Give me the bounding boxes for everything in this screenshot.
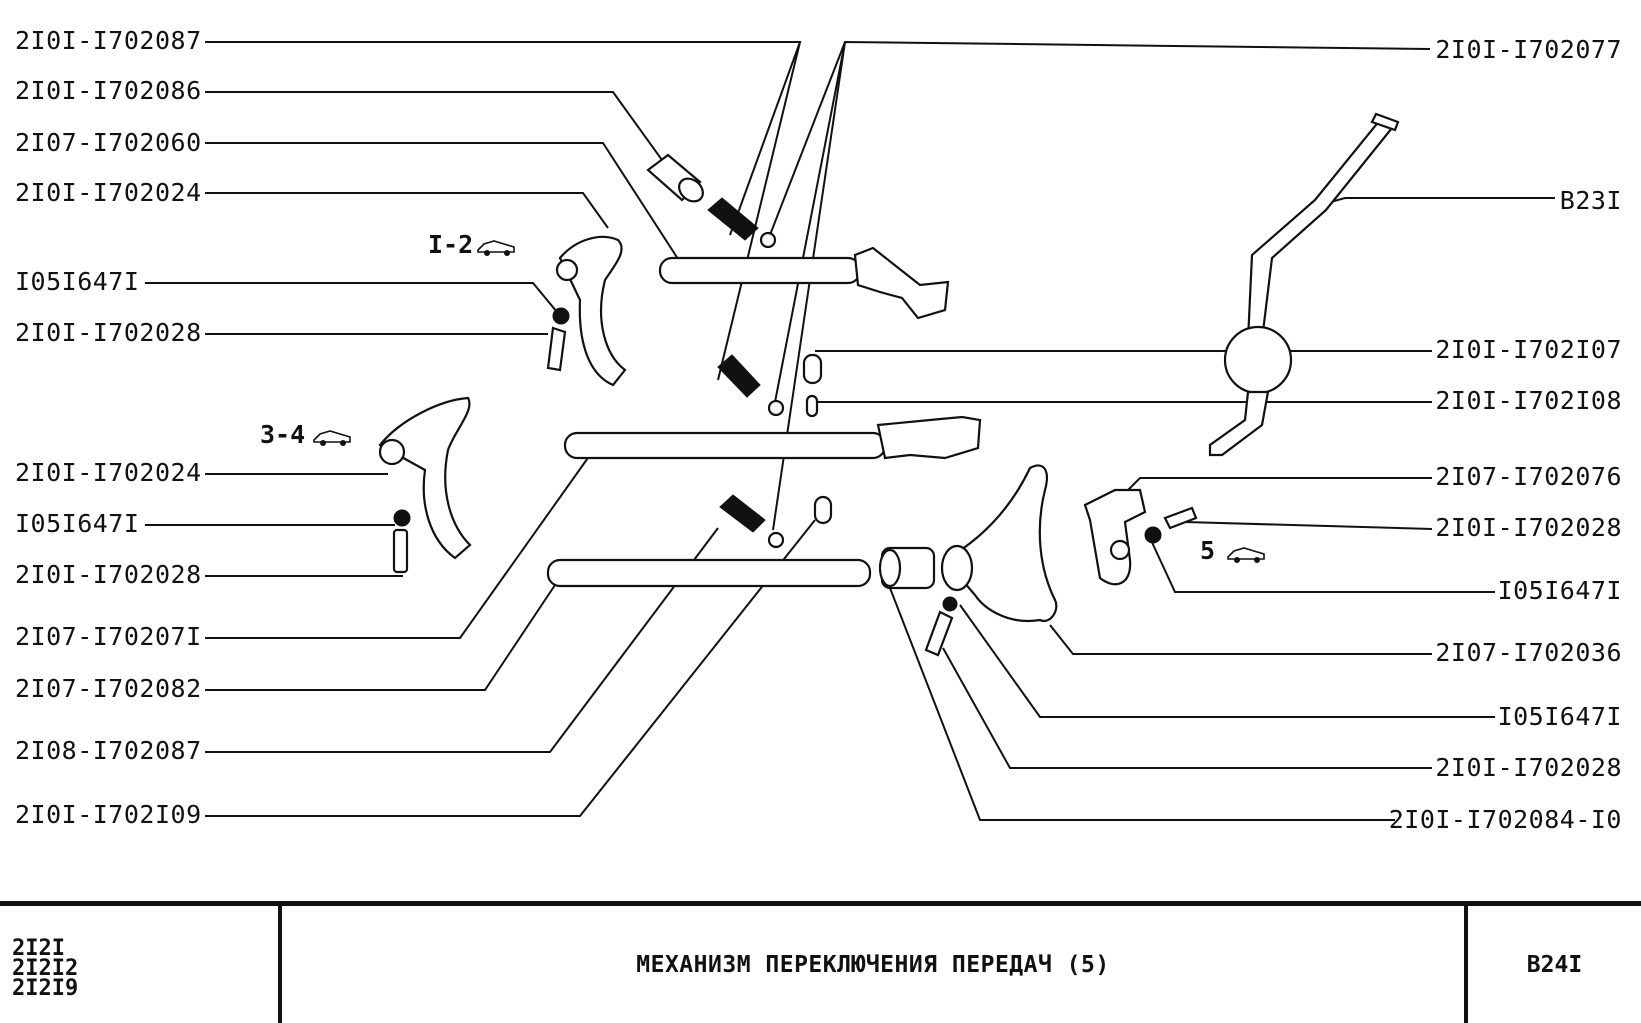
spring-bottom (719, 494, 785, 549)
title-block: 2I2I 2I2I2 2I2I9 МЕХАНИЗМ ПЕРЕКЛЮЧЕНИЯ П… (0, 901, 1641, 1023)
label-2101-1702024-bottom: 2I0I-I702024 (15, 458, 202, 487)
label-2101-1702077: 2I0I-I702077 (1435, 35, 1622, 64)
label-2101-1702087-left: 2I0I-I702087 (15, 26, 202, 55)
page-code: B24I (1526, 951, 1583, 978)
bushing-2101-1702084-10 (878, 546, 936, 590)
svg-text:5: 5 (1200, 536, 1215, 565)
fork-1-2 (555, 235, 627, 387)
label-2101-1702108: 2I0I-I702I08 (1435, 386, 1622, 415)
model-list: 2I2I 2I2I2 2I2I9 (0, 906, 282, 1023)
label-2101-1702084-10: 2I0I-I702084-I0 (1389, 805, 1622, 834)
spring-top (707, 197, 777, 249)
shift-lever-b231 (1208, 112, 1400, 457)
screw-washer-1-2 (546, 307, 570, 372)
label-2107-1702071: 2I07-I70207I (15, 622, 202, 651)
label-2101-1702024-top: 2I0I-I702024 (15, 178, 202, 207)
label-2107-1702036: 2I07-I702036 (1435, 638, 1622, 667)
note-gear-3-4: 3-4 (260, 420, 351, 449)
label-2108-1702087: 2I08-I702087 (15, 736, 202, 765)
label-2101-1702028-4: 2I0I-I702028 (1435, 753, 1622, 782)
svg-text:3-4: 3-4 (260, 420, 305, 449)
label-b231: B23I (1560, 186, 1622, 215)
label-2101-1702028-1: 2I0I-I702028 (15, 318, 202, 347)
rod-2107-1702082 (546, 558, 872, 588)
lock-pins (802, 353, 833, 525)
drawing-title: МЕХАНИЗМ ПЕРЕКЛЮЧЕНИЯ ПЕРЕДАЧ (5) (282, 906, 1468, 1023)
screw-washer-5 (924, 596, 958, 657)
label-2107-1702060: 2I07-I702060 (15, 128, 202, 157)
label-1051647-4: I05I647I (1498, 702, 1622, 731)
leader-lines (145, 40, 1555, 821)
rod-2107-1702071 (563, 415, 982, 460)
parts-diagram: 2I0I-I702087 2I0I-I702086 2I07-I702060 2… (15, 26, 1622, 834)
spring-middle (717, 354, 785, 417)
model-21219: 2I2I9 (12, 976, 79, 1001)
model-2121: 2I2I (12, 936, 65, 961)
label-2101-1702086: 2I0I-I702086 (15, 76, 202, 105)
label-2101-1702028-2: 2I0I-I702028 (15, 560, 202, 589)
fork-3-4 (378, 396, 472, 560)
label-2107-1702082: 2I07-I702082 (15, 674, 202, 703)
label-2101-1702107: 2I0I-I702I07 (1435, 335, 1622, 364)
svg-text:I-2: I-2 (428, 230, 473, 259)
model-21212: 2I2I2 (12, 956, 79, 981)
label-2107-1702076: 2I07-I702076 (1435, 462, 1622, 491)
fork-2107-1702036 (940, 464, 1058, 623)
selector-lever-2107-1702076 (1083, 488, 1198, 586)
car-icon (477, 240, 515, 256)
car-icon (1227, 547, 1265, 563)
bushing-2101-1702086 (646, 153, 704, 203)
label-1051647-1: I05I647I (15, 267, 139, 296)
label-2101-1702109: 2I0I-I702I09 (15, 800, 202, 829)
label-1051647-2: I05I647I (15, 509, 139, 538)
rod-2107-1702060 (658, 246, 950, 320)
label-2101-1702028-3: 2I0I-I702028 (1435, 513, 1622, 542)
screw-washer-3-4 (392, 509, 411, 574)
label-1051647-3: I05I647I (1498, 576, 1622, 605)
car-icon (313, 430, 351, 446)
note-gear-1-2: I-2 (428, 230, 515, 259)
note-gear-5: 5 (1200, 536, 1265, 565)
